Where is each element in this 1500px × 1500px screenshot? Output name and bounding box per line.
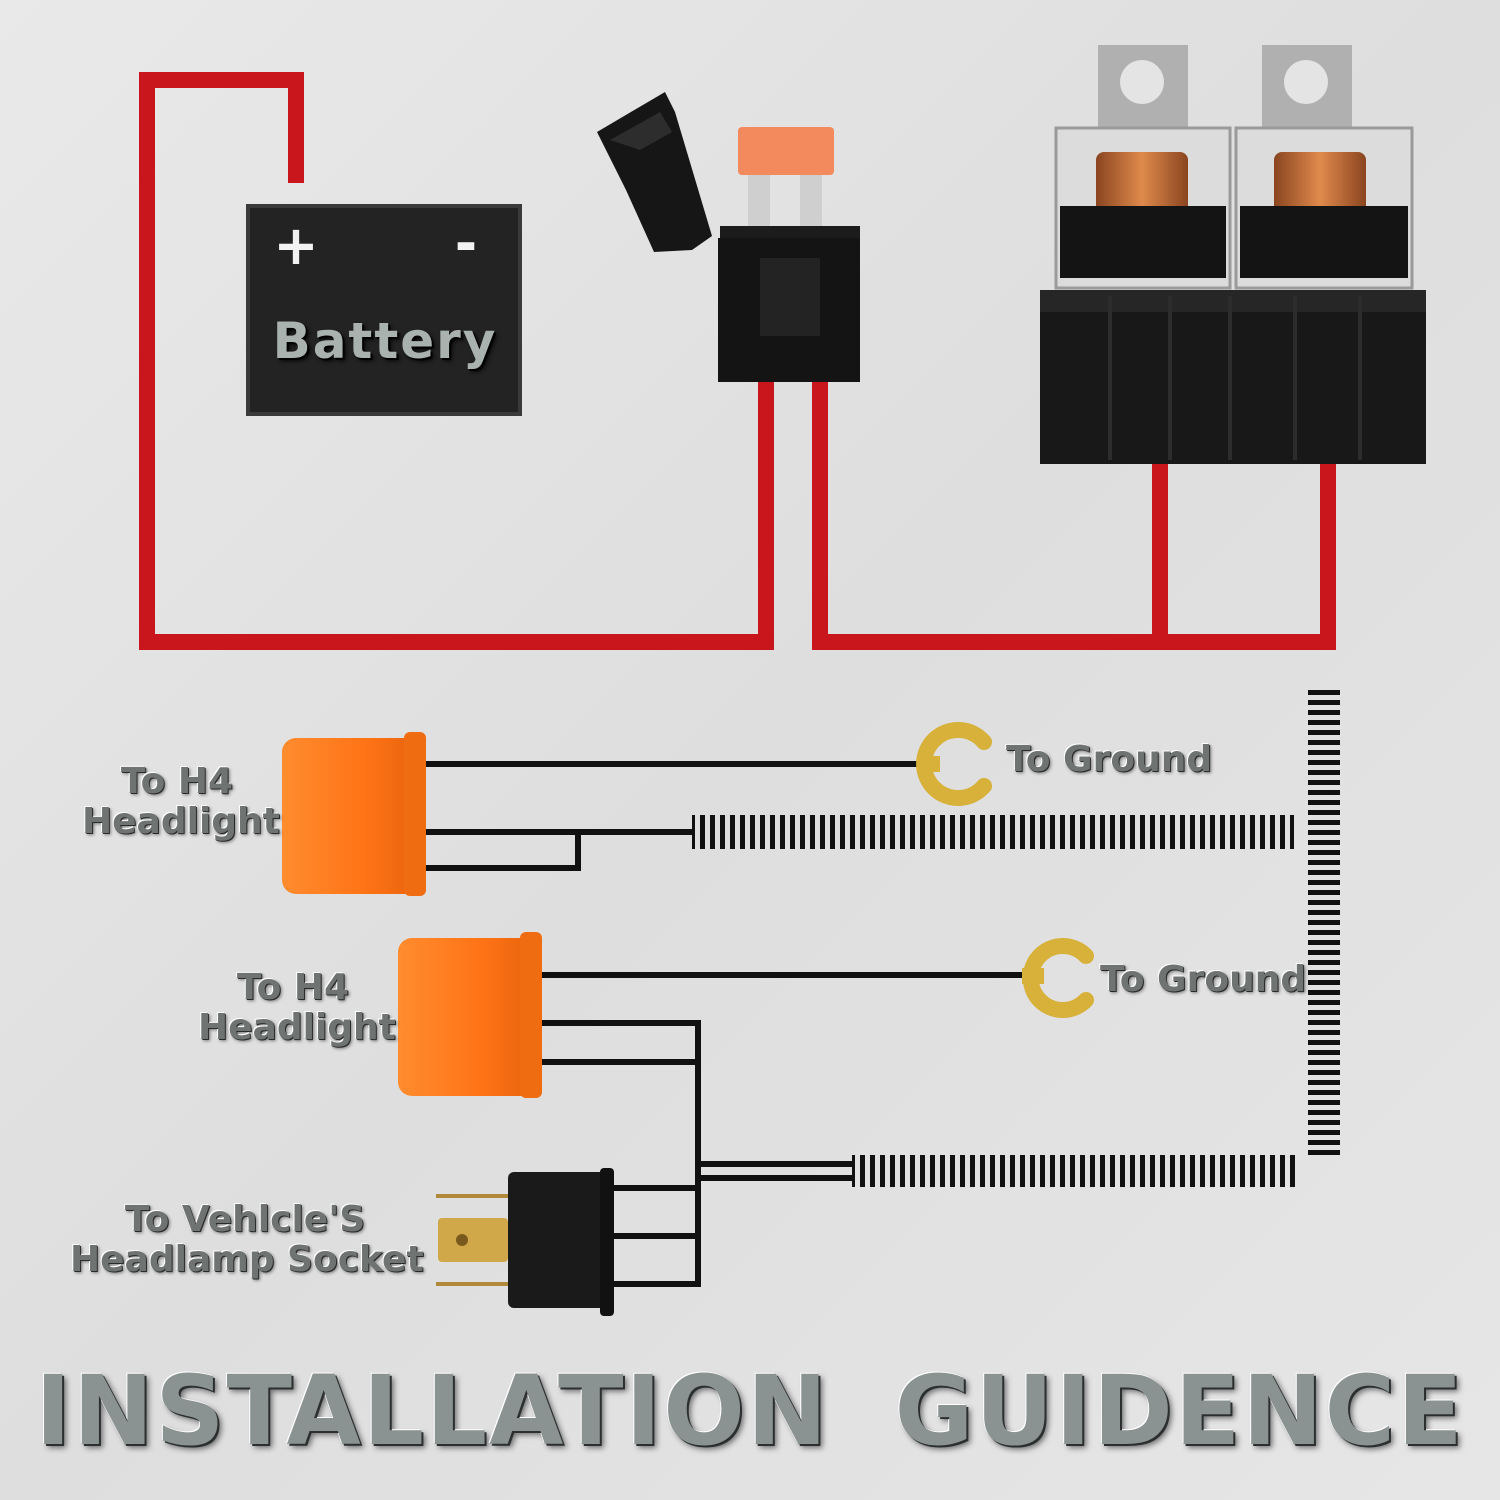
fuse-holder-icon bbox=[597, 92, 860, 382]
battery-negative: - bbox=[455, 212, 477, 275]
relay-coil-icon bbox=[1096, 152, 1188, 220]
headlight-2-label-line2: Headlight bbox=[198, 1006, 396, 1048]
headlight-2-label: To H4 Headlight bbox=[198, 967, 396, 1047]
black-wire-headlight-1-b bbox=[420, 832, 581, 871]
relay-icon bbox=[1040, 45, 1426, 464]
ground-1-label: To Ground bbox=[1006, 739, 1213, 780]
h4-connector-icon bbox=[398, 932, 542, 1098]
headlight-1-label-line1: To H4 bbox=[120, 761, 234, 802]
ring-terminal-icon bbox=[916, 722, 992, 806]
sleeve-upper bbox=[692, 815, 1294, 849]
ground-2-label: To Ground bbox=[1100, 959, 1307, 1000]
sleeve-lower bbox=[852, 1155, 1300, 1187]
black-wires bbox=[420, 761, 1030, 1287]
vehicle-socket-label-line2: Headlamp Socket bbox=[70, 1238, 424, 1280]
ring-terminal-icon bbox=[1022, 938, 1094, 1018]
black-wire-headlight-2-a bbox=[538, 1020, 701, 1287]
relay-coil-icon bbox=[1274, 152, 1366, 220]
vehicle-socket-label: To Vehlcle'S Headlamp Socket bbox=[70, 1199, 424, 1279]
battery-icon: + - bbox=[246, 204, 522, 416]
harness-sleeve bbox=[692, 688, 1340, 1187]
headlight-1-label: To H4 Headlight bbox=[82, 761, 280, 841]
red-wire-battery-to-fuse bbox=[139, 72, 774, 650]
vehicle-socket-label-line1: To Vehlcle'S bbox=[124, 1199, 366, 1240]
h4-connector-icon bbox=[282, 732, 426, 896]
red-wire-fuse-to-relays bbox=[812, 378, 1336, 650]
fuse-blade-icon bbox=[738, 127, 834, 175]
battery-positive: + bbox=[273, 214, 318, 277]
h4-plug-icon bbox=[436, 1168, 614, 1316]
red-wires bbox=[139, 72, 1336, 650]
battery-label: Battery bbox=[272, 312, 498, 370]
page-title: INSTALLATION GUIDENCE bbox=[35, 1355, 1465, 1467]
headlight-2-label-line1: To H4 bbox=[236, 967, 350, 1008]
sleeve-vertical bbox=[1308, 688, 1340, 1156]
headlight-1-label-line2: Headlight bbox=[82, 800, 280, 842]
